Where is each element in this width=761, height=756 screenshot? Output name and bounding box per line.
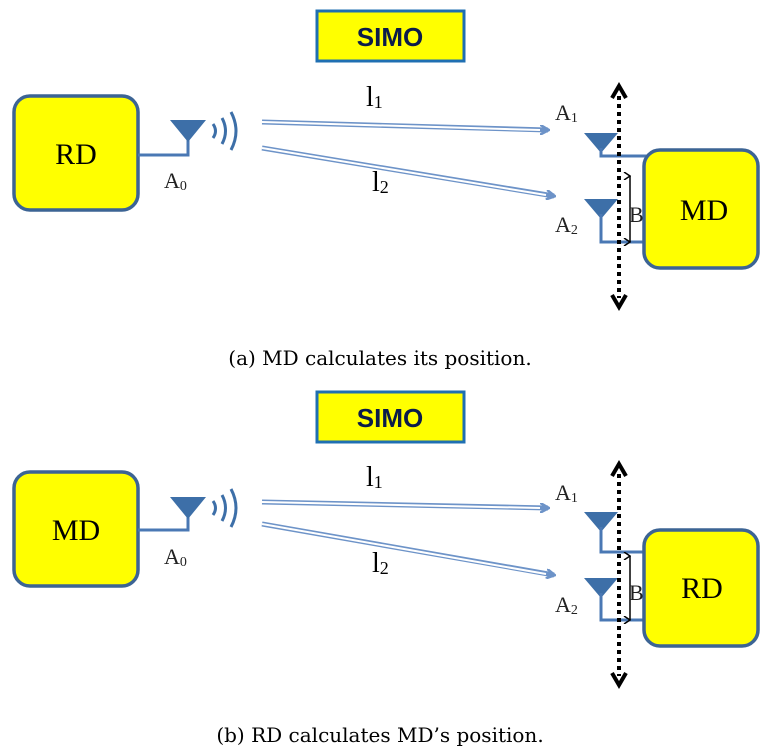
movement-axis	[610, 460, 628, 689]
panel-a: SIMO RD A0 l1 l2 A1 A2	[12, 9, 760, 370]
simo-badge: SIMO	[315, 390, 466, 444]
path-2-label: l2	[372, 167, 389, 198]
signal-path-1	[261, 119, 548, 130]
right-device-label: RD	[681, 572, 723, 605]
up-arrow-icon	[610, 82, 628, 100]
rx-antenna-1-label: A1	[555, 480, 578, 506]
tx-antenna-wire	[138, 512, 190, 532]
rx-antenna-1-label: A1	[555, 100, 578, 126]
left-device-label: RD	[55, 138, 97, 171]
simo-badge-box	[315, 390, 466, 444]
path-2-label: l2	[372, 548, 389, 579]
radio-waves-icon	[211, 111, 238, 151]
radio-waves-icon	[211, 488, 238, 528]
panel-b: SIMO MD A0 l1 l2 A1 A2 RD	[12, 390, 760, 747]
spacing-label: B	[629, 202, 644, 227]
right-device-label: MD	[680, 194, 728, 227]
caption-a: (a) MD calculates its position.	[228, 346, 531, 370]
spacing-label: B	[629, 580, 644, 605]
rx-antenna-2-label: A2	[555, 592, 578, 618]
rx-antenna-1-icon	[584, 133, 618, 153]
right-device-box	[642, 148, 760, 270]
signal-path-1	[261, 499, 548, 508]
signal-path-2	[261, 145, 554, 196]
rx-antenna-2-wire	[599, 214, 648, 244]
tx-antenna-label: A0	[164, 544, 187, 570]
rx-antenna-2-icon	[584, 199, 618, 219]
caption-b: (b) RD calculates MD’s position.	[216, 723, 543, 747]
simo-badge-box	[315, 9, 466, 63]
simo-badge: SIMO	[315, 9, 466, 63]
movement-axis	[610, 82, 628, 311]
up-arrow-icon	[610, 460, 628, 478]
tx-antenna-icon	[170, 497, 206, 519]
tx-antenna-wire	[138, 135, 190, 157]
left-device-label: MD	[52, 514, 100, 547]
simo-label: SIMO	[357, 403, 423, 433]
left-device-box	[12, 94, 140, 212]
rx-antenna-2-icon	[584, 578, 618, 598]
down-arrow-icon	[610, 671, 628, 689]
right-device-box	[642, 528, 760, 648]
rx-antenna-2-label: A2	[555, 212, 578, 238]
rx-antenna-1-wire	[599, 527, 648, 554]
simo-label: SIMO	[357, 22, 423, 52]
rx-antenna-1-icon	[584, 512, 618, 532]
signal-path-2	[261, 521, 554, 575]
down-arrow-icon	[610, 293, 628, 311]
path-1-label: l1	[366, 82, 383, 113]
rx-antenna-2-wire	[599, 593, 648, 622]
tx-antenna-icon	[170, 120, 206, 142]
path-1-label: l1	[366, 462, 383, 493]
tx-antenna-label: A0	[164, 168, 187, 194]
rx-antenna-1-wire	[599, 148, 648, 158]
